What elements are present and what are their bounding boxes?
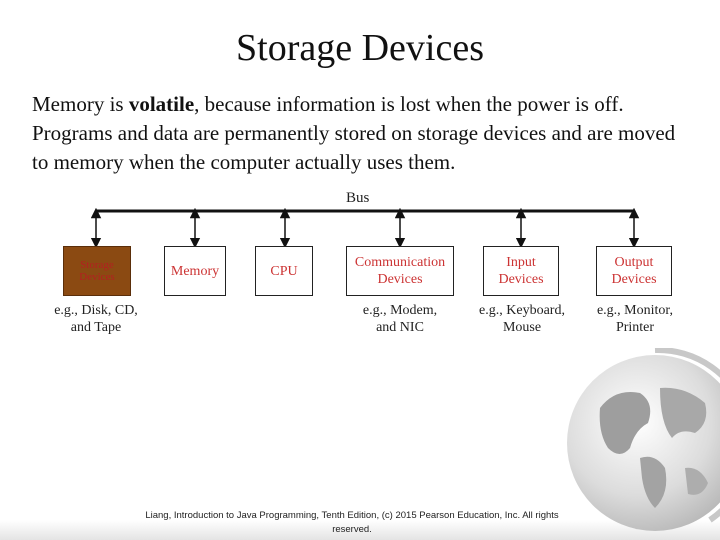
memory-node: Memory: [164, 246, 226, 296]
storage-devices-node: Storage Devices: [63, 246, 131, 296]
body-text-start: Memory is: [32, 92, 129, 116]
input-devices-node: Input Devices: [483, 246, 559, 296]
input-caption: e.g., Keyboard, Mouse: [479, 303, 565, 335]
bus-label: Bus: [346, 190, 370, 206]
globe-icon: [567, 348, 720, 531]
cpu-node: CPU: [255, 246, 313, 296]
storage-caption: e.g., Disk, CD, and Tape: [54, 303, 138, 335]
output-caption: e.g., Monitor, Printer: [596, 303, 674, 335]
body-text-bold-term: volatile: [128, 92, 195, 116]
body-text-rest: , because information is lost when the p…: [32, 92, 676, 174]
footer-copyright: Liang, Introduction to Java Programming,…: [145, 510, 559, 535]
communication-devices-node: Communication Devices: [346, 246, 454, 296]
slide-body-text: Memory is volatile, because information …: [32, 90, 692, 177]
output-devices-node: Output Devices: [596, 246, 672, 296]
communication-caption: e.g., Modem, and NIC: [362, 303, 438, 335]
bottom-gradient-band: [0, 520, 720, 540]
bus-diagram: [90, 207, 640, 249]
slide-title: Storage Devices: [236, 27, 484, 69]
